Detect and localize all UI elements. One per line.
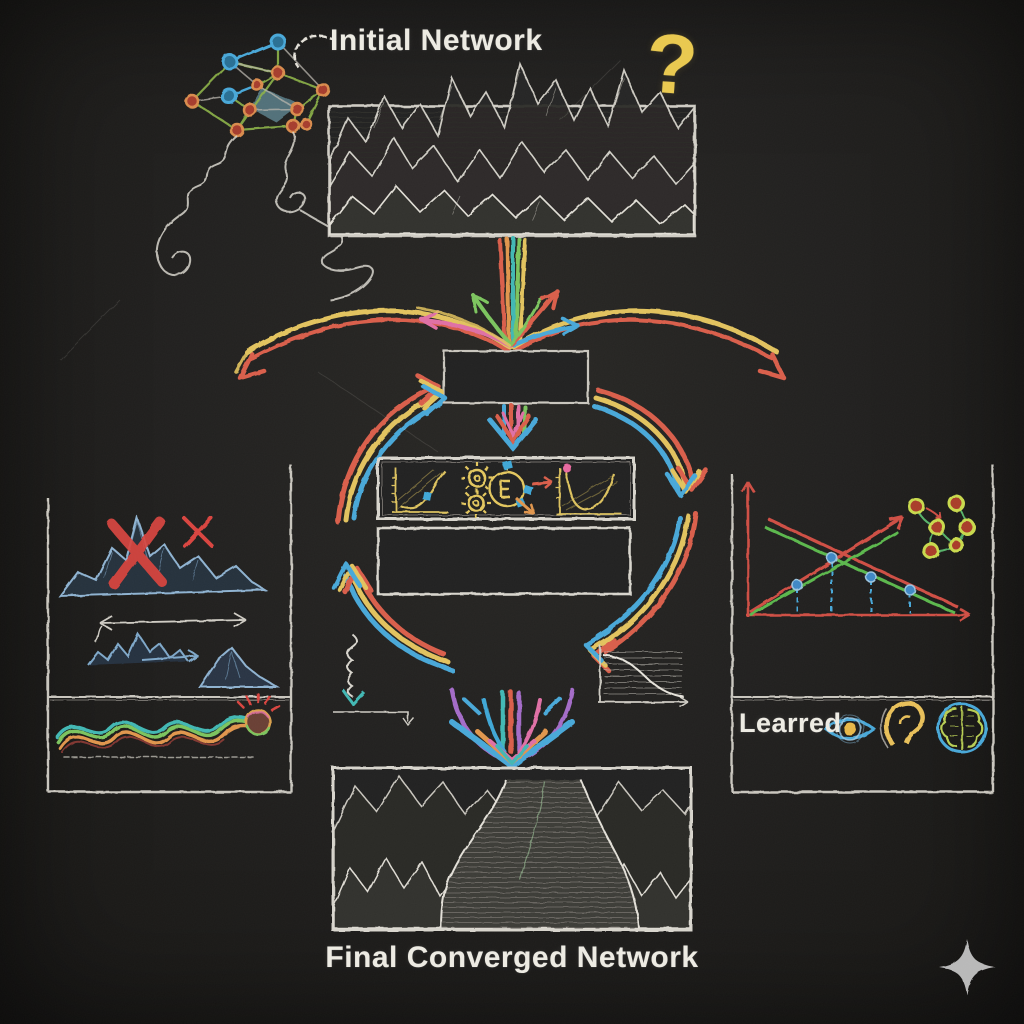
mini-network-icon <box>907 494 976 560</box>
initial-network-graph-icon <box>155 33 374 301</box>
small-peaks-sketch <box>87 631 281 688</box>
crossed-peak-sketch <box>57 514 269 598</box>
optimizer-gears-icon <box>461 462 493 518</box>
learned-label: Learred <box>739 708 842 738</box>
sparkle-icon <box>939 939 995 995</box>
damped-oscillation-convergence-sketch <box>333 633 415 727</box>
ear-icon <box>880 700 925 749</box>
converging-arrows <box>449 687 575 770</box>
loop-arrowheads <box>331 372 709 674</box>
network-nodes <box>184 33 331 138</box>
left-panel <box>46 465 293 794</box>
empty-step-box <box>376 526 632 596</box>
valley-path-sketch <box>440 779 640 929</box>
right-panel <box>730 465 995 794</box>
final-converged-network-label: Final Converged Network <box>325 941 699 974</box>
learning-curves-chart <box>740 481 971 623</box>
glowing-ball-icon <box>236 692 281 736</box>
gradient-descent-chart-icon <box>392 468 448 513</box>
smooth-signal-strip <box>55 692 281 758</box>
initial-network-label: Initial Network <box>330 24 543 57</box>
function-flow-circle-icon <box>488 459 553 516</box>
scratch-lines <box>59 59 621 453</box>
aggregation-box <box>442 349 590 405</box>
red-x-large-icon <box>107 517 167 589</box>
final-landscape-box <box>331 766 693 932</box>
fan-arrows <box>234 236 787 381</box>
question-mark-icon: ? <box>642 15 702 113</box>
red-x-small-icon <box>182 516 214 548</box>
double-arrow <box>94 612 247 643</box>
training-loop-arrows <box>331 372 709 674</box>
descending-loss-curve-chart-sketch <box>598 645 689 708</box>
small-down-arrow-icon <box>487 403 539 452</box>
rough-mountains-sketch <box>329 61 695 235</box>
brain-icon <box>936 702 988 754</box>
learned-strip-icons <box>823 700 988 754</box>
rough-loss-landscape-box <box>327 61 697 238</box>
chalk-squiggles <box>155 131 374 301</box>
loss-curve-chart-icon <box>556 463 622 515</box>
training-steps-box <box>376 456 636 521</box>
dashed-markers <box>796 562 911 613</box>
